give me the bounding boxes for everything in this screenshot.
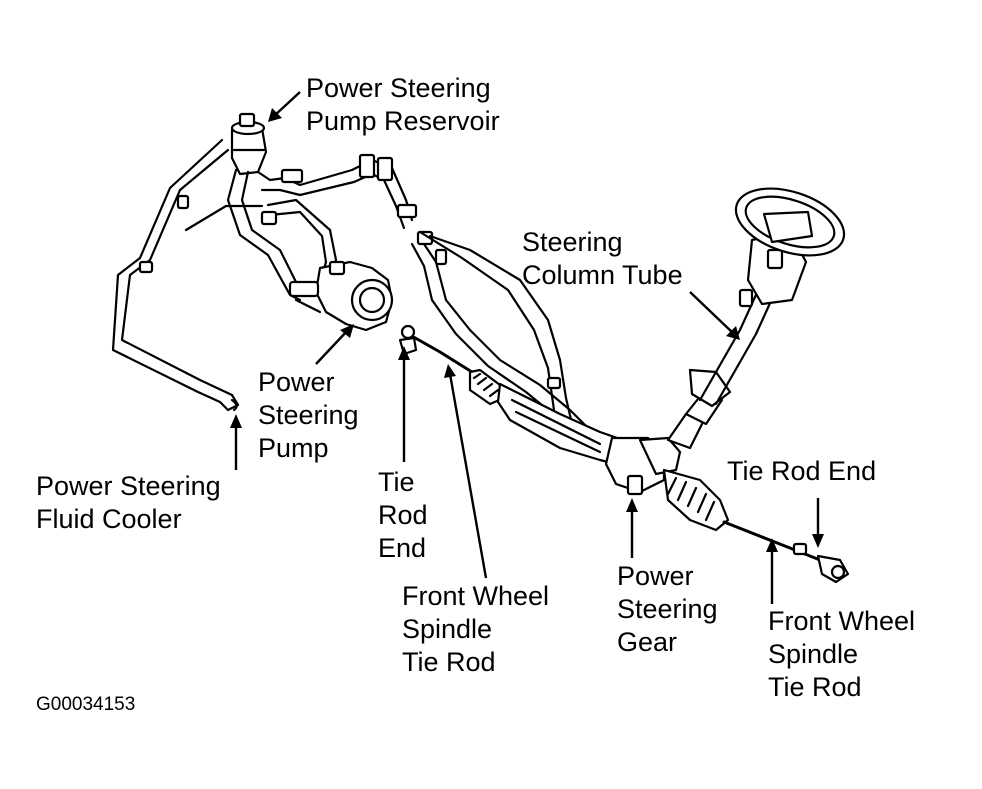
steering-gear-rack: [468, 368, 730, 532]
label-pump-reservoir: Power Steering Pump Reservoir: [306, 73, 500, 136]
arrow-reservoir: [268, 91, 301, 122]
steering-wheel: [734, 187, 846, 257]
left-tie-rod: [398, 324, 474, 374]
arrow-spindle-tie-rod-left: [444, 364, 488, 579]
label-power-steering-gear: Power Steering Gear: [617, 561, 718, 657]
pressure-and-return-hoses: [184, 153, 434, 302]
steering-column: [666, 230, 808, 450]
right-tie-rod: [722, 520, 850, 584]
arrow-tie-rod-end-right: [812, 498, 824, 548]
label-spindle-tie-rod-right: Front Wheel Spindle Tie Rod: [768, 606, 916, 702]
label-power-steering-pump: Power Steering Pump: [258, 367, 359, 463]
power-steering-pump: [288, 260, 394, 332]
arrow-gear: [626, 498, 638, 558]
label-steering-column-tube: Steering Column Tube: [522, 227, 683, 290]
label-fluid-cooler: Power Steering Fluid Cooler: [36, 471, 221, 534]
figure-id: G00034153: [36, 694, 136, 715]
label-tie-rod-end-right: Tie Rod End: [727, 456, 877, 486]
fluid-cooler-lines: [111, 138, 240, 412]
arrow-column-tube: [689, 291, 740, 340]
arrow-fluid-cooler: [230, 414, 242, 470]
arrow-tie-rod-end-left: [398, 346, 410, 462]
label-spindle-tie-rod-left: Front Wheel Spindle Tie Rod: [402, 581, 550, 677]
arrow-pump: [315, 324, 354, 365]
gear-feed-lines: [410, 230, 602, 450]
arrow-spindle-tie-rod-right: [766, 538, 778, 604]
pump-reservoir: [230, 112, 268, 176]
label-tie-rod-end-left: Tie Rod End: [378, 467, 428, 563]
